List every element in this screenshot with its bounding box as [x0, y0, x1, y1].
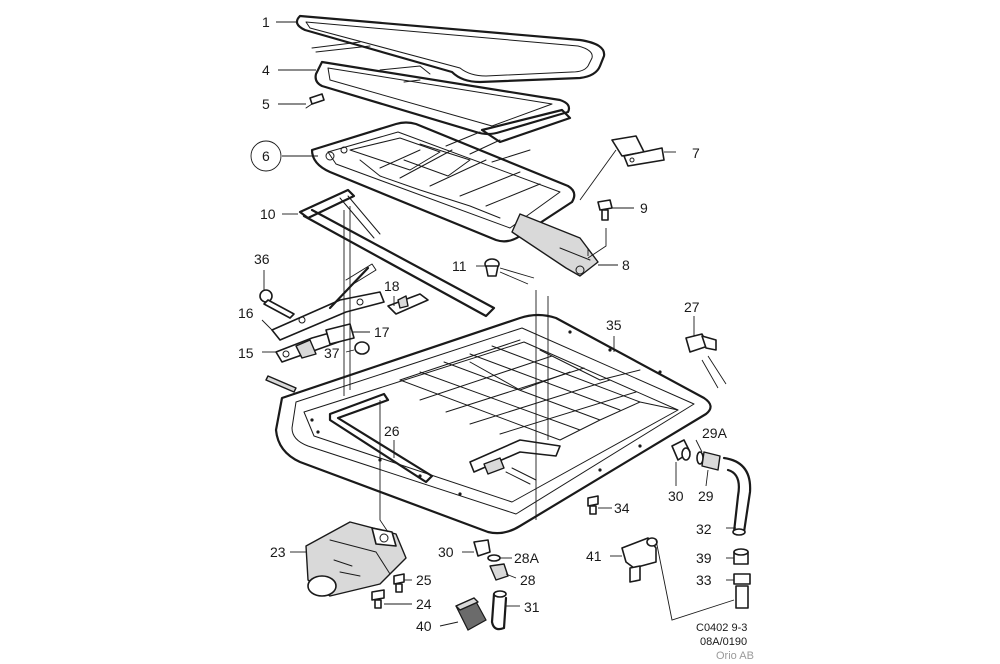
callout-7: 7 — [692, 145, 700, 161]
part-32-hose — [722, 456, 752, 536]
callout-labels: 1 4 5 6 7 9 10 11 8 36 18 27 16 17 35 15… — [238, 14, 728, 634]
part-16-linkage — [271, 263, 385, 341]
callout-33: 33 — [696, 572, 712, 588]
part-25-screw — [393, 573, 405, 593]
part-30-connector-right — [671, 439, 691, 461]
part-31-hose — [490, 590, 508, 631]
reference-code: C0402 9-3 — [696, 622, 747, 634]
callout-6-circle — [250, 140, 282, 172]
company-credit: Orio AB — [716, 650, 754, 662]
part-40-block — [455, 597, 487, 631]
part-9-bolt — [597, 199, 613, 221]
callout-8: 8 — [622, 257, 630, 273]
callout-29: 29 — [698, 488, 714, 504]
callout-26: 26 — [384, 423, 400, 439]
part-10-seal-rail — [298, 188, 496, 318]
part-7-bracket — [611, 135, 665, 167]
callout-9: 9 — [640, 200, 648, 216]
part-24-screw — [371, 589, 385, 609]
part-35-main-frame — [274, 313, 712, 535]
callout-27: 27 — [684, 299, 700, 315]
part-17-guide — [325, 323, 355, 345]
callout-5: 5 — [262, 96, 270, 112]
part-11-knob — [484, 258, 500, 277]
part-23-motor — [305, 521, 407, 597]
part-28a-ring — [487, 554, 501, 562]
callout-24: 24 — [416, 596, 432, 612]
part-36-pin — [259, 289, 295, 319]
callout-28: 28 — [520, 572, 536, 588]
part-34-screw — [587, 495, 599, 515]
callout-35: 35 — [606, 317, 622, 333]
part-39-cap — [733, 548, 749, 565]
callout-23: 23 — [270, 544, 286, 560]
part-6-cassette — [310, 121, 599, 277]
callout-34: 34 — [614, 500, 630, 516]
part-18-slider — [387, 293, 429, 315]
callout-39: 39 — [696, 550, 712, 566]
callout-32: 32 — [696, 521, 712, 537]
part-pin-rod — [265, 375, 297, 393]
callout-15: 15 — [238, 345, 254, 361]
callout-17: 17 — [374, 324, 390, 340]
callout-40: 40 — [416, 618, 432, 634]
callout-25: 25 — [416, 572, 432, 588]
callout-18: 18 — [384, 278, 400, 294]
callout-10: 10 — [260, 206, 276, 222]
part-1-glass-panel — [295, 14, 606, 84]
part-29-coupling — [701, 451, 721, 471]
callout-28a: 28A — [514, 550, 540, 566]
callout-29a: 29A — [702, 425, 728, 441]
part-30-connector-left — [473, 539, 491, 557]
callout-4: 4 — [262, 62, 270, 78]
callout-6: 6 — [262, 148, 270, 164]
callout-30-right: 30 — [668, 488, 684, 504]
callout-31: 31 — [524, 599, 540, 615]
reference-number: 08A/0190 — [700, 636, 747, 648]
part-28-elbow — [489, 563, 509, 581]
part-37-clip — [354, 341, 370, 355]
part-4-frame — [314, 60, 572, 144]
part-41-valve — [621, 537, 658, 583]
callout-1: 1 — [262, 14, 270, 30]
callout-37: 37 — [324, 345, 340, 361]
part-27-block — [685, 333, 717, 353]
part-5-screw — [305, 93, 325, 109]
reference-block: C0402 9-3 08A/0190 Orio AB — [696, 622, 754, 662]
callout-30-left: 30 — [438, 544, 454, 560]
part-26-seal-strip — [328, 392, 434, 484]
part-33-connector — [733, 573, 751, 609]
leader-lines — [261, 21, 736, 627]
callout-16: 16 — [238, 305, 254, 321]
callout-11: 11 — [452, 258, 467, 274]
callout-36: 36 — [254, 251, 270, 267]
callout-41: 41 — [586, 548, 602, 564]
